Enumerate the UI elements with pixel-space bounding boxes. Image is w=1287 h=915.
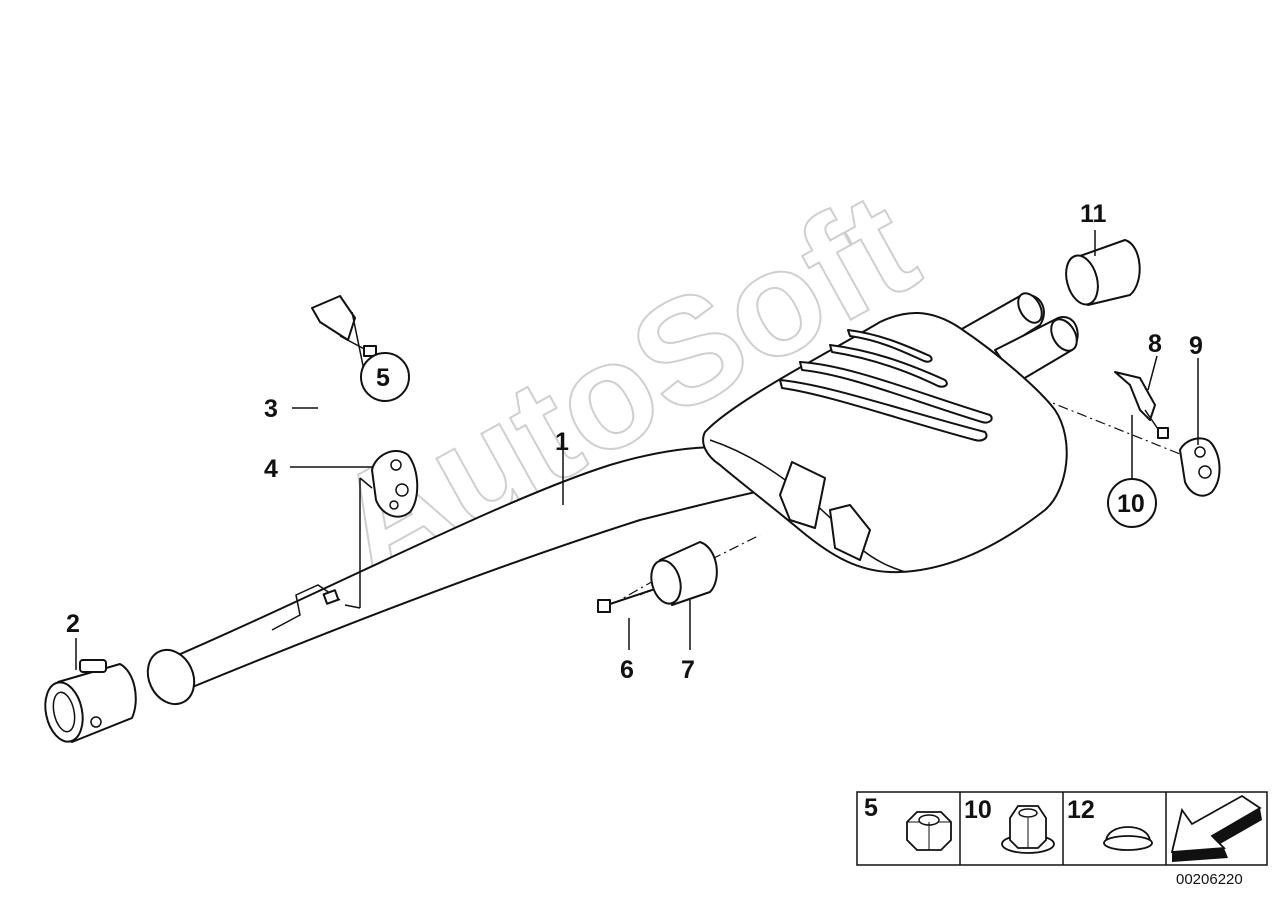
rubber-mount-hole-2: [395, 483, 409, 497]
callout-10: 10: [1117, 490, 1145, 518]
legend-label-5: 5: [864, 794, 878, 822]
callout-11: 11: [1080, 200, 1107, 228]
silencer-assembly: [146, 292, 1079, 706]
hanger-bracket: [311, 295, 377, 357]
legend-label-10: 10: [964, 796, 992, 824]
rubber-mount-hole-3: [389, 500, 399, 510]
callout-circle-10: [1107, 478, 1157, 528]
callout-7: 7: [681, 656, 695, 684]
silencer-rib-4: [847, 329, 933, 363]
pipe-clamp: [44, 659, 137, 743]
callout-9: 9: [1189, 332, 1203, 360]
rubber-mount-assembly-line: [344, 477, 373, 609]
collar-nut-icon: [1001, 805, 1055, 854]
legend-label-12: 12: [1067, 796, 1095, 824]
clamp-bolt-hole: [90, 716, 102, 728]
silencer-rib-2: [799, 361, 993, 424]
callout-1: 1: [555, 428, 569, 456]
plug-cap-icon: [1103, 826, 1153, 851]
callout-3: 3: [264, 395, 278, 423]
pipe-hanger-rod: [271, 584, 341, 631]
silencer-rib-1: [779, 379, 988, 442]
direction-arrow-icon: [1170, 794, 1262, 862]
rubber-mount: [371, 450, 419, 518]
clamp-lug: [79, 659, 107, 673]
rubber-mount-rear: [1179, 437, 1221, 497]
tail-pipe-trim: [1065, 239, 1141, 306]
holder-stud-end: [1157, 427, 1169, 439]
axis-line-bolt: [619, 579, 656, 601]
tail-pipe-lower-end: [1050, 318, 1078, 352]
sleeve-opening: [650, 559, 682, 605]
holder-bracket: [1114, 371, 1169, 439]
callout-6: 6: [620, 656, 634, 684]
bolt-shank: [609, 589, 653, 605]
rubber-mount-hole-1: [390, 459, 402, 471]
bracket-plate: [311, 295, 356, 341]
silencer-bracket: [779, 461, 826, 529]
callout-2: 2: [66, 610, 80, 638]
pipe-front-opening: [146, 648, 196, 706]
trim-opening: [1065, 254, 1099, 306]
callout-circle-5: [360, 352, 410, 402]
bolt-head: [597, 599, 611, 613]
leader-8: [1147, 355, 1158, 391]
pipe-sleeve: [650, 541, 718, 606]
silencer-heat-shield-tab: [829, 504, 871, 561]
rear-mount-body: [1179, 437, 1221, 497]
rear-mount-hole-1: [1194, 446, 1206, 458]
hardware-legend: 5 10 12: [856, 791, 1268, 866]
bolt: [597, 589, 653, 613]
rear-mount-hole-2: [1198, 465, 1212, 479]
holder-plate: [1114, 371, 1156, 421]
callout-8: 8: [1148, 330, 1162, 358]
pipe-hanger-pin: [322, 589, 340, 605]
hex-nut-icon: [906, 811, 952, 851]
document-id: 00206220: [1176, 871, 1243, 888]
callout-5: 5: [376, 364, 390, 392]
clamp-inner-opening: [52, 691, 76, 733]
bracket-stud-end: [363, 345, 377, 357]
callout-4: 4: [264, 455, 278, 483]
silencer-rib-3: [829, 344, 948, 388]
tail-pipe-upper-end: [1017, 292, 1043, 324]
rubber-mount-body: [371, 450, 419, 518]
